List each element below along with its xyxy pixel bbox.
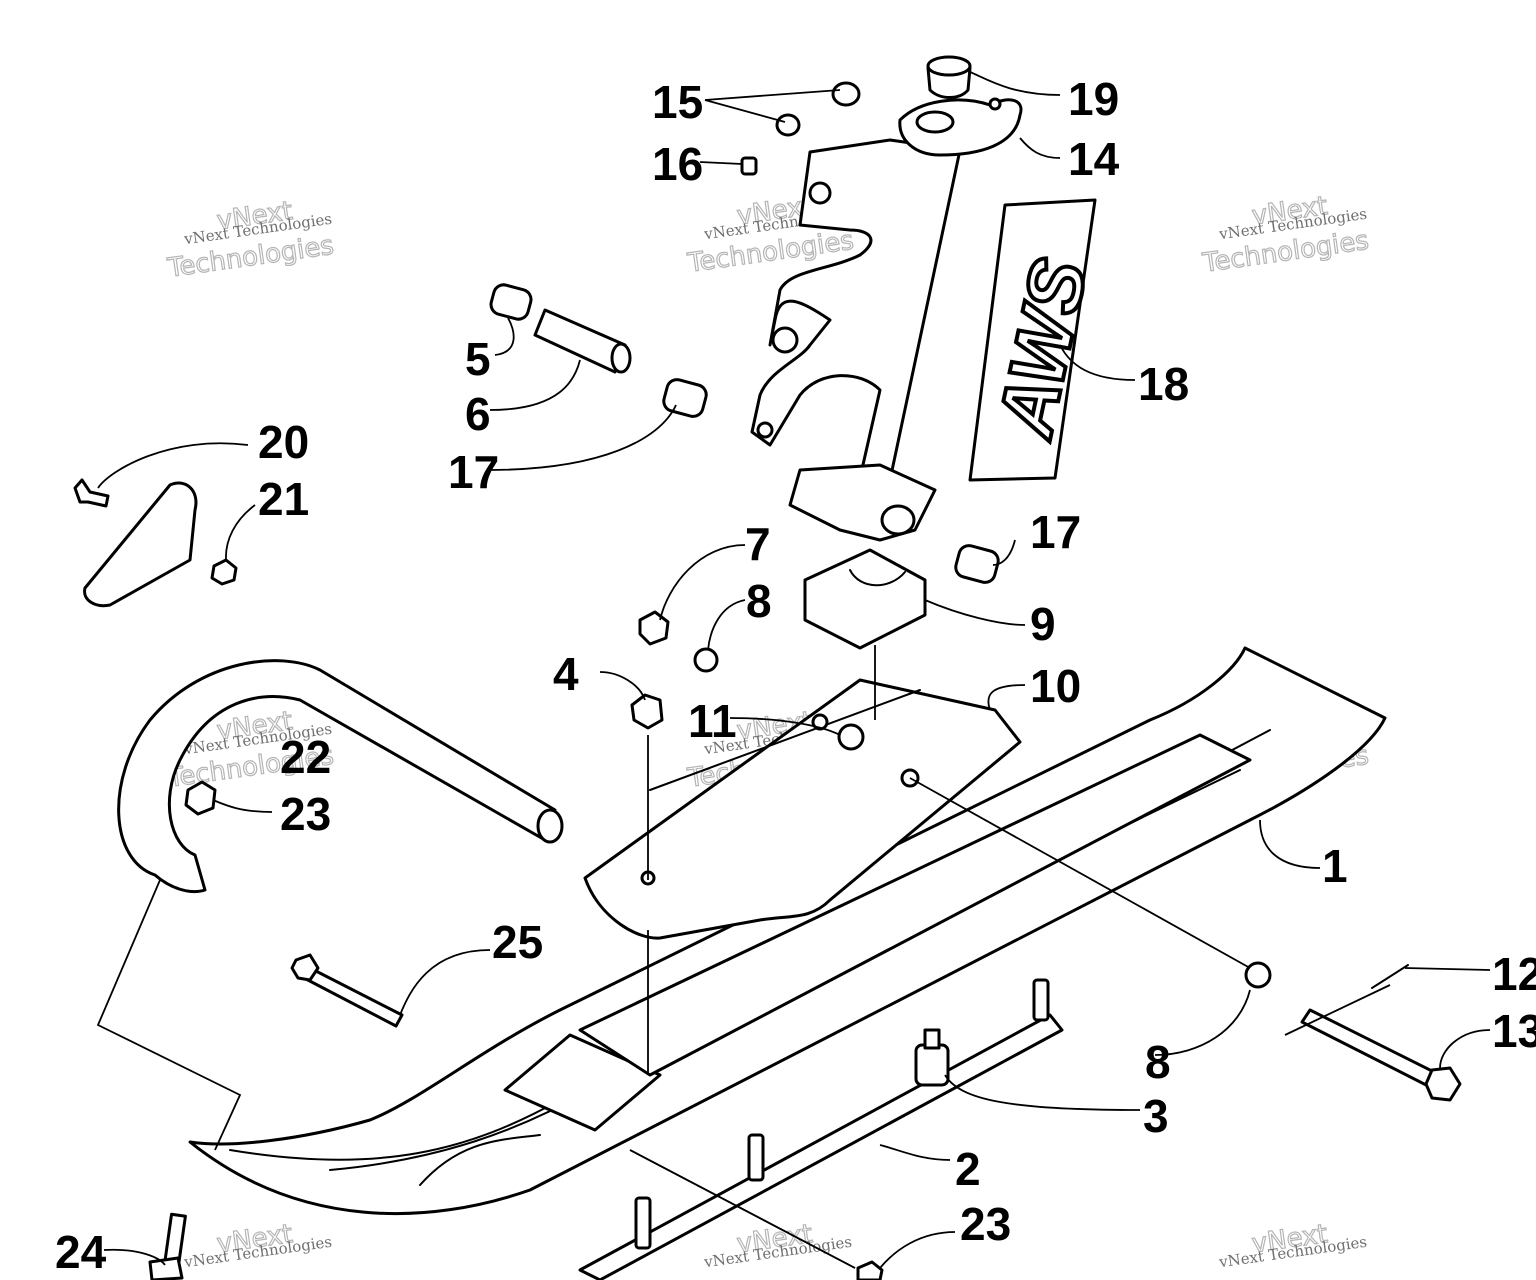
wear-bar-stud-2	[747, 1133, 765, 1182]
bolt-part-24	[148, 1212, 187, 1280]
loop-handle-part-22	[117, 659, 564, 894]
watermark-8: vNext vNext Technologies	[702, 1219, 853, 1272]
callout-22: 22	[280, 731, 331, 783]
spindle-foot	[788, 463, 937, 542]
guard-plate	[73, 478, 238, 608]
callout-11: 11	[688, 695, 737, 747]
washer-15-b	[775, 113, 801, 137]
leader-lines	[96, 71, 1491, 1269]
callout-17-b: 17	[1030, 506, 1081, 558]
spindle-body	[750, 138, 962, 482]
decal-plate	[968, 198, 1097, 482]
callout-18: 18	[1138, 358, 1189, 410]
nut-part-7	[638, 610, 670, 646]
callout-14: 14	[1068, 133, 1120, 185]
ski-part-1	[188, 646, 1387, 1216]
callout-3: 3	[1143, 1090, 1169, 1142]
callout-12: 12	[1492, 948, 1536, 1000]
bushing-part-17-b	[954, 544, 1000, 584]
shock-bushing-part-3	[914, 1028, 950, 1087]
bushing-3-stud	[923, 1028, 941, 1050]
watermark-9: vNext vNext Technologies	[1217, 1219, 1368, 1272]
nut-part-4	[630, 693, 664, 730]
washer-15-a	[831, 81, 861, 107]
callout-8-b: 8	[1145, 1036, 1171, 1088]
nut-part-23-b	[856, 1260, 884, 1280]
callout-10: 10	[1030, 660, 1081, 712]
callout-23-b: 23	[960, 1198, 1011, 1250]
spindle-assembly	[750, 97, 1023, 542]
bolt-part-25	[290, 953, 404, 1028]
grease-fitting-16	[740, 156, 758, 176]
ski-keel	[419, 1134, 541, 1186]
wear-bar-stud-1	[1032, 978, 1050, 1022]
rivet-part-20	[73, 478, 110, 508]
watermark-3: vNext vNext Technologies Technologies	[1200, 191, 1372, 280]
saddle-body	[583, 678, 1022, 940]
nut-part-23-a	[184, 780, 217, 816]
callout-19: 19	[1068, 73, 1119, 125]
callout-16: 16	[652, 138, 703, 190]
callout-25: 25	[492, 916, 543, 968]
spindle-upper-hole	[808, 181, 832, 205]
bushing-part-5	[489, 283, 533, 321]
sleeve-part-6	[533, 308, 632, 374]
ski-saddle-pocket	[503, 1033, 662, 1132]
block-part-9	[803, 548, 927, 650]
arm-hole	[988, 97, 1002, 111]
callout-5: 5	[465, 333, 491, 385]
callout-20: 20	[258, 416, 309, 468]
callout-21: 21	[258, 473, 309, 525]
spindle-top-hole	[915, 110, 955, 134]
bushing-part-17-a	[662, 378, 708, 418]
cap-top	[926, 55, 972, 77]
bolt-part-13	[1300, 1008, 1462, 1102]
bushing-3-body	[914, 1043, 950, 1087]
spindle-mid-hole	[771, 326, 799, 354]
handle-end	[536, 808, 564, 844]
decal-part-18: AWS	[968, 198, 1106, 482]
cap-part-19	[926, 55, 972, 99]
saddle-hole-3	[811, 713, 829, 731]
callout-1: 1	[1322, 840, 1348, 892]
callouts: 1 2 3 4 5 6 7 8 8 9 10 11 12 13 14 15 16…	[55, 73, 1536, 1278]
callout-4: 4	[553, 648, 579, 700]
callout-17-a: 17	[448, 446, 499, 498]
nut-part-21	[210, 558, 238, 586]
spindle-lower-hole	[756, 421, 774, 439]
callout-24: 24	[55, 1226, 107, 1278]
washer-part-8-b	[1244, 961, 1272, 989]
cotter-pin-part-12	[1371, 964, 1409, 989]
washer-part-11	[837, 723, 865, 751]
callout-7: 7	[745, 518, 771, 570]
watermark-1: vNext vNext Technologies Technologies	[165, 196, 337, 285]
callout-9: 9	[1030, 598, 1056, 650]
watermark-7: vNext vNext Technologies	[182, 1219, 333, 1272]
callout-23-a: 23	[280, 788, 331, 840]
washer-part-8-a	[693, 647, 719, 673]
ski-rail-line	[229, 769, 1241, 1161]
callout-15: 15	[652, 76, 703, 128]
cap-body	[926, 66, 972, 99]
callout-13: 13	[1492, 1005, 1536, 1057]
callout-6: 6	[465, 388, 491, 440]
wear-bar-stud-3	[634, 1196, 652, 1250]
spindle-foot-bore	[880, 504, 916, 536]
callout-2: 2	[955, 1143, 981, 1195]
ski-mount-channel	[578, 733, 1252, 1077]
callout-8-a: 8	[746, 575, 772, 627]
